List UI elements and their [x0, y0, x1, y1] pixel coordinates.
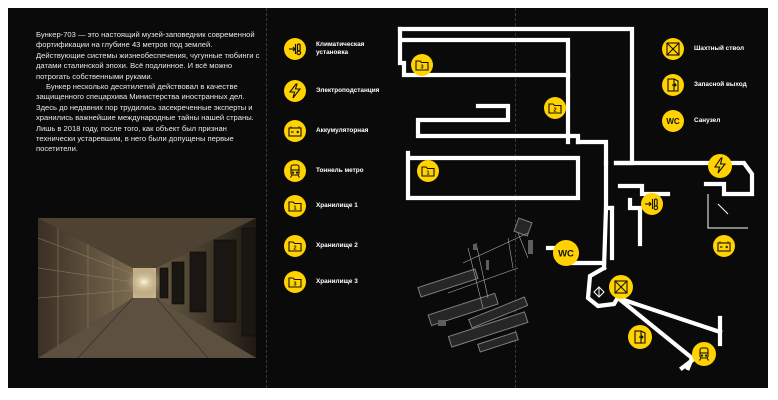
folder-1-icon: 1: [284, 195, 306, 217]
storage-number: 2: [553, 108, 556, 114]
bunker-3d-render: [417, 217, 533, 353]
intro-paragraph-2: Бункер несколько десятилетий действовал …: [36, 82, 254, 154]
wc-icon-text: WC: [666, 117, 680, 126]
map-exit-marker: [628, 325, 652, 349]
fold-line-left: [266, 8, 267, 388]
map-metro-marker: [692, 342, 716, 366]
legend-label: Санузел: [694, 117, 721, 124]
intro-text: Бункер-703 — это настоящий музей-заповед…: [36, 30, 262, 155]
wc-label: WC: [558, 248, 574, 259]
bunker-map: 3 2 1 WC: [397, 26, 755, 371]
shaft-icon: [662, 38, 684, 60]
folder-2-icon: 2: [284, 235, 306, 257]
storage-number: 1: [426, 171, 429, 177]
map-junction-marker: [593, 286, 605, 298]
legend-item-wc: WC Санузел: [662, 110, 774, 132]
map-storage-2-marker: 2: [544, 97, 566, 119]
folder-number: 1: [293, 206, 296, 212]
legend-label: Хранилище 2: [316, 242, 358, 249]
legend-label: Климатическая установка: [316, 41, 365, 56]
folder-3-icon: 3: [284, 271, 306, 293]
folder-number: 2: [293, 246, 296, 252]
map-storage-1-marker: 1: [417, 160, 439, 182]
climate-fan-icon: [284, 38, 306, 60]
legend-label: Хранилище 3: [316, 278, 358, 285]
legend-label: Хранилище 1: [316, 202, 358, 209]
legend-item-storage-3: 3 Хранилище 3: [284, 271, 396, 293]
battery-icon: [284, 120, 306, 142]
legend-item-substation: Электроподстанция: [284, 80, 396, 102]
map-shaft-marker: [609, 275, 633, 299]
legend-item-battery-room: Аккумуляторная: [284, 120, 396, 142]
legend-item-exit: Запасной выход: [662, 74, 774, 96]
map-climate-marker: [641, 193, 663, 215]
folder-number: 3: [293, 282, 296, 288]
map-wc-marker: WC: [553, 240, 579, 266]
metro-train-icon: [284, 160, 306, 182]
wc-icon: WC: [662, 110, 684, 132]
map-storage-3-marker: 3: [411, 54, 433, 76]
legend-item-storage-2: 2 Хранилище 2: [284, 235, 396, 257]
legend-label: Запасной выход: [694, 81, 747, 88]
legend-item-storage-1: 1 Хранилище 1: [284, 195, 396, 217]
intro-paragraph-1: Бункер-703 — это настоящий музей-заповед…: [36, 30, 260, 81]
map-substation-marker: [708, 154, 732, 178]
legend-label: Электроподстанция: [316, 87, 380, 94]
exit-icon: [662, 74, 684, 96]
tunnel-photo: [38, 218, 256, 358]
storage-number: 3: [420, 65, 423, 71]
legend-item-shaft: Шахтный ствол: [662, 38, 774, 60]
legend-label: Шахтный ствол: [694, 45, 745, 52]
map-battery-marker: [713, 235, 735, 257]
legend-label: Тоннель метро: [316, 167, 364, 174]
brochure-spread: Бункер-703 — это настоящий музей-заповед…: [8, 8, 768, 388]
lightning-icon: [284, 80, 306, 102]
legend-item-climate: Климатическая установка: [284, 38, 396, 60]
legend-item-metro-tunnel: Тоннель метро: [284, 160, 396, 182]
legend-label: Аккумуляторная: [316, 127, 369, 134]
